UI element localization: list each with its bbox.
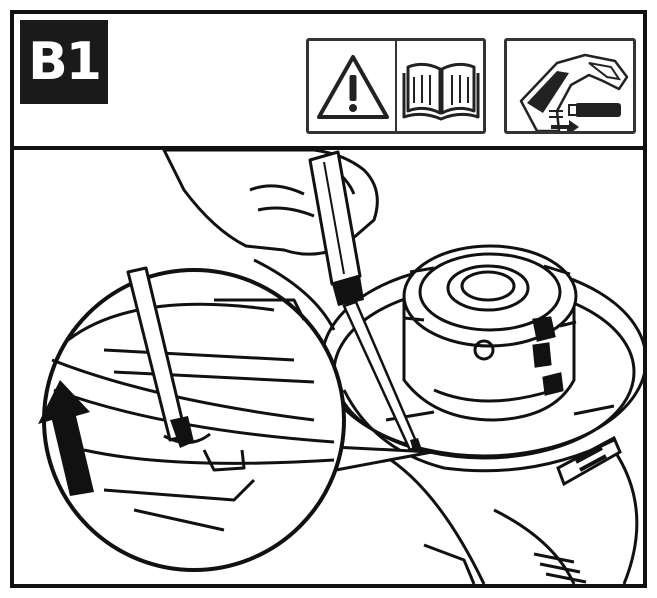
unplug-battery-icon bbox=[519, 53, 629, 131]
trimmer-head-drawing bbox=[38, 150, 643, 584]
up-arrow-icon bbox=[38, 380, 94, 496]
instruction-panel: B1 bbox=[10, 10, 647, 588]
panel-header: B1 bbox=[14, 14, 643, 150]
safety-icons-divider bbox=[395, 41, 397, 131]
spool-housing bbox=[402, 244, 578, 422]
warning-triangle-icon bbox=[317, 55, 389, 119]
assembly-illustration bbox=[14, 150, 643, 584]
safety-icons-box bbox=[306, 38, 486, 134]
unplug-battery-box bbox=[504, 38, 636, 134]
magnified-detail bbox=[42, 258, 434, 572]
step-label: B1 bbox=[20, 20, 108, 104]
tool-body bbox=[373, 448, 639, 584]
screwdriver-icon bbox=[308, 150, 422, 454]
read-manual-book-icon bbox=[402, 62, 480, 121]
